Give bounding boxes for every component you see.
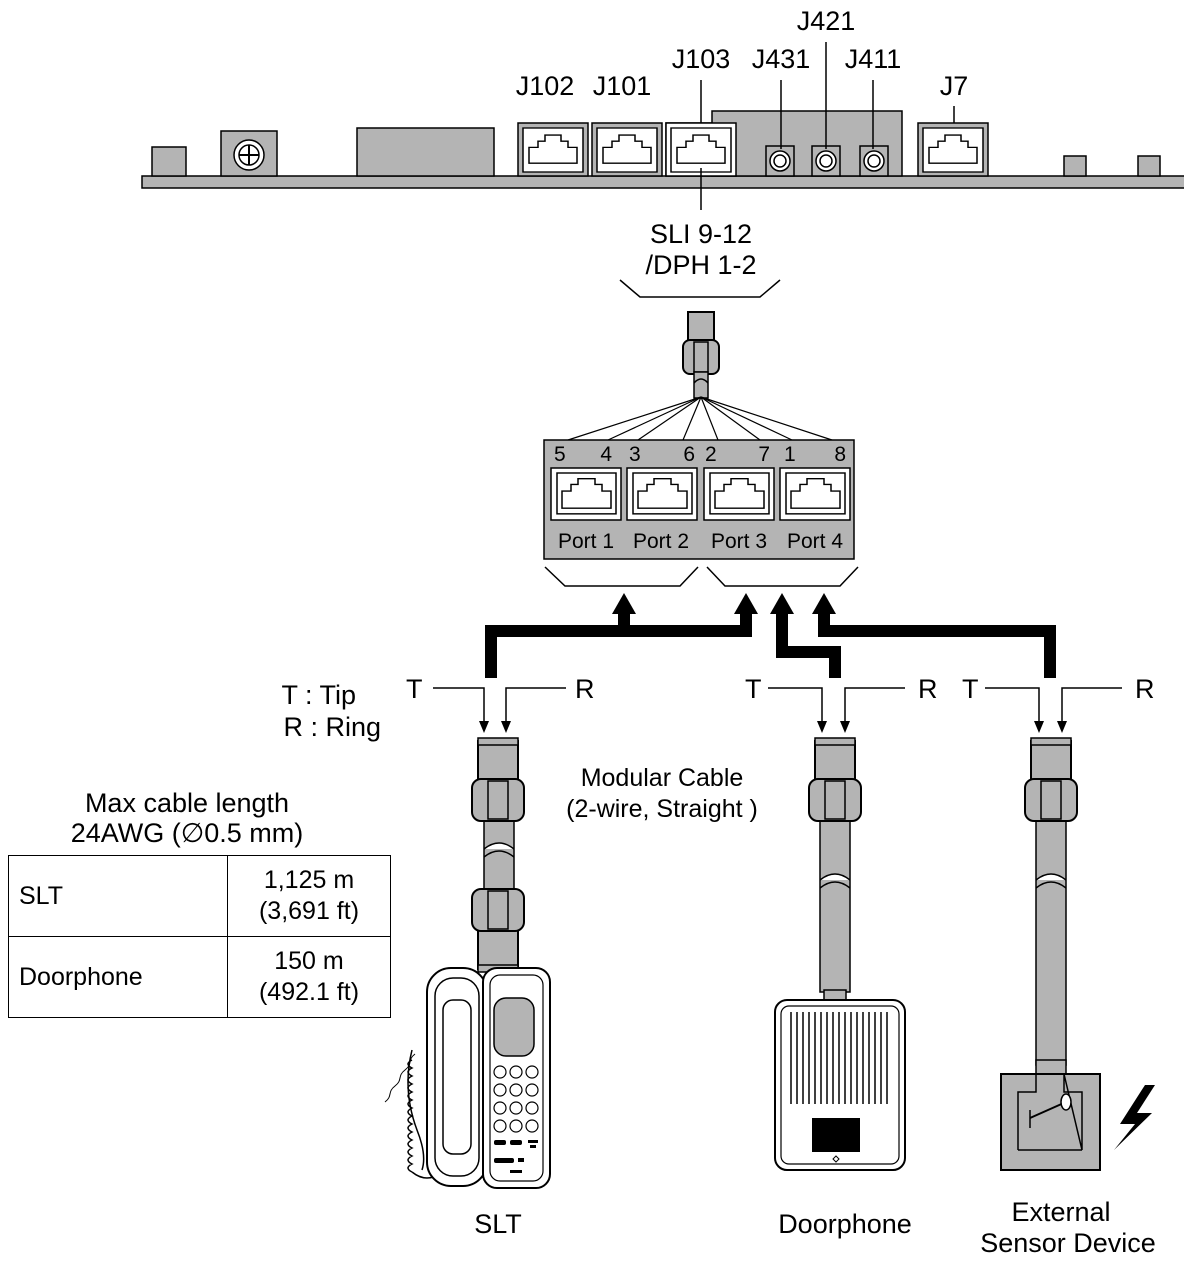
- cable-sensor: [1024, 737, 1078, 1066]
- table-row: SLT 1,125 m (3,691 ft): [8, 855, 391, 937]
- rj-jack-icon: [522, 127, 584, 173]
- port-bracket-left: [544, 566, 699, 587]
- modular-plug-icon: [471, 737, 525, 822]
- jack-j7: [917, 122, 989, 177]
- modular-plug-icon: [808, 737, 862, 822]
- device-label-sensor-line1: External: [1011, 1197, 1110, 1227]
- lightning-icon: [1114, 1085, 1155, 1150]
- length-meters: 1,125 m: [263, 866, 355, 894]
- label-j7: J7: [940, 71, 969, 101]
- label-j101: J101: [593, 71, 652, 101]
- audio-jack-j411: [859, 145, 889, 177]
- port-bracket-right: [706, 566, 859, 587]
- splitter-adapter: 5 4 3 6 2 7 1 8 Port 1 Port 2 Port 3 Por…: [543, 439, 855, 560]
- board-pcb: [141, 175, 1184, 189]
- splitter-port-3: [703, 467, 775, 521]
- jack-j101: [591, 122, 663, 177]
- interface-label-line2: /DPH 1-2: [645, 250, 756, 280]
- label-j411: J411: [845, 44, 902, 74]
- device-label-doorphone: Doorphone: [778, 1209, 912, 1239]
- label-r-doorphone: R: [918, 674, 938, 704]
- cable-label-line2: (2-wire, Straight ): [566, 795, 758, 823]
- length-meters: 150 m: [274, 947, 344, 975]
- label-t-doorphone: T: [745, 674, 762, 704]
- table-row: Doorphone 150 m (492.1 ft): [8, 936, 391, 1018]
- table-cell-length: 1,125 m (3,691 ft): [227, 855, 391, 937]
- rj-jack-icon: [596, 127, 658, 173]
- interface-bracket: [619, 279, 781, 298]
- board-block: [356, 127, 495, 177]
- board-component: [1137, 155, 1161, 177]
- tr-leaders-sensor: [985, 687, 1122, 725]
- label-r-sensor: R: [1135, 674, 1155, 704]
- label-j421: J421: [797, 6, 856, 36]
- cable-label-line1: Modular Cable: [581, 764, 744, 792]
- connection-arrows: [485, 593, 1056, 678]
- rj-jack-icon: [922, 127, 984, 173]
- fan-out-wires: [567, 396, 833, 441]
- port-label: Port 1: [558, 530, 614, 553]
- table-cell-length: 150 m (492.1 ft): [227, 936, 391, 1018]
- connector-labels: J102 J101 J103 J431 J421 J411 J7: [516, 6, 969, 210]
- device-label-sensor-line2: Sensor Device: [980, 1228, 1156, 1258]
- tr-leaders-doorphone: [768, 687, 905, 725]
- rj-jack-icon: [709, 472, 770, 515]
- board-component: [151, 146, 187, 177]
- interface-label-line1: SLI 9-12: [650, 219, 752, 249]
- rj-jack-icon: [632, 472, 693, 515]
- rj-jack-icon: [785, 472, 846, 515]
- port-label: Port 3: [711, 530, 767, 553]
- splitter-port-2: [626, 467, 698, 521]
- pin-label: 5: [554, 443, 566, 466]
- table-cell-device: SLT: [8, 855, 228, 937]
- pin-label: 1: [784, 443, 796, 466]
- cable-doorphone: [808, 737, 862, 993]
- pin-label: 8: [834, 443, 846, 466]
- modular-plug-icon: [1024, 737, 1078, 822]
- audio-jack-j421: [811, 145, 841, 177]
- pin-label: 4: [600, 443, 612, 466]
- port-label: Port 4: [787, 530, 843, 553]
- legend-ring: R : Ring: [283, 712, 381, 742]
- board-component: [1063, 155, 1087, 177]
- device-label-slt: SLT: [474, 1209, 522, 1239]
- audio-jack-j431: [765, 145, 795, 177]
- table-cell-device: Doorphone: [8, 936, 228, 1018]
- sensor-icon: [1000, 1059, 1101, 1171]
- table-title-line1: Max cable length: [85, 788, 289, 818]
- table-title-line2: 24AWG (∅0.5 mm): [71, 818, 304, 848]
- modular-plug-icon: [471, 888, 525, 973]
- potentiometer: [220, 130, 278, 177]
- doorphone-icon: [774, 989, 906, 1171]
- length-feet: (3,691 ft): [258, 897, 360, 925]
- label-j103: J103: [672, 44, 731, 74]
- pin-label: 7: [758, 443, 770, 466]
- tr-leaders-slt: [433, 687, 566, 725]
- splitter-port-4: [779, 467, 851, 521]
- splitter-port-1: [550, 467, 622, 521]
- cable-length-table: SLT 1,125 m (3,691 ft) Doorphone 150 m (…: [8, 855, 391, 1018]
- pin-label: 6: [683, 443, 695, 466]
- port-label: Port 2: [633, 530, 689, 553]
- label-j431: J431: [752, 44, 811, 74]
- legend-tip: T : Tip: [281, 680, 356, 710]
- telephone-icon: [384, 967, 551, 1189]
- label-j102: J102: [516, 71, 575, 101]
- label-t-slt: T: [406, 674, 423, 704]
- length-feet: (492.1 ft): [258, 978, 360, 1006]
- jack-j102: [517, 122, 589, 177]
- pin-label: 2: [705, 443, 717, 466]
- pin-label: 3: [629, 443, 641, 466]
- label-t-sensor: T: [962, 674, 979, 704]
- upstream-plug: [682, 311, 720, 399]
- main-board: [141, 110, 1184, 189]
- rj-jack-icon: [556, 472, 617, 515]
- label-r-slt: R: [575, 674, 595, 704]
- modular-plug-icon: [682, 311, 720, 375]
- cable-slt: [471, 737, 525, 973]
